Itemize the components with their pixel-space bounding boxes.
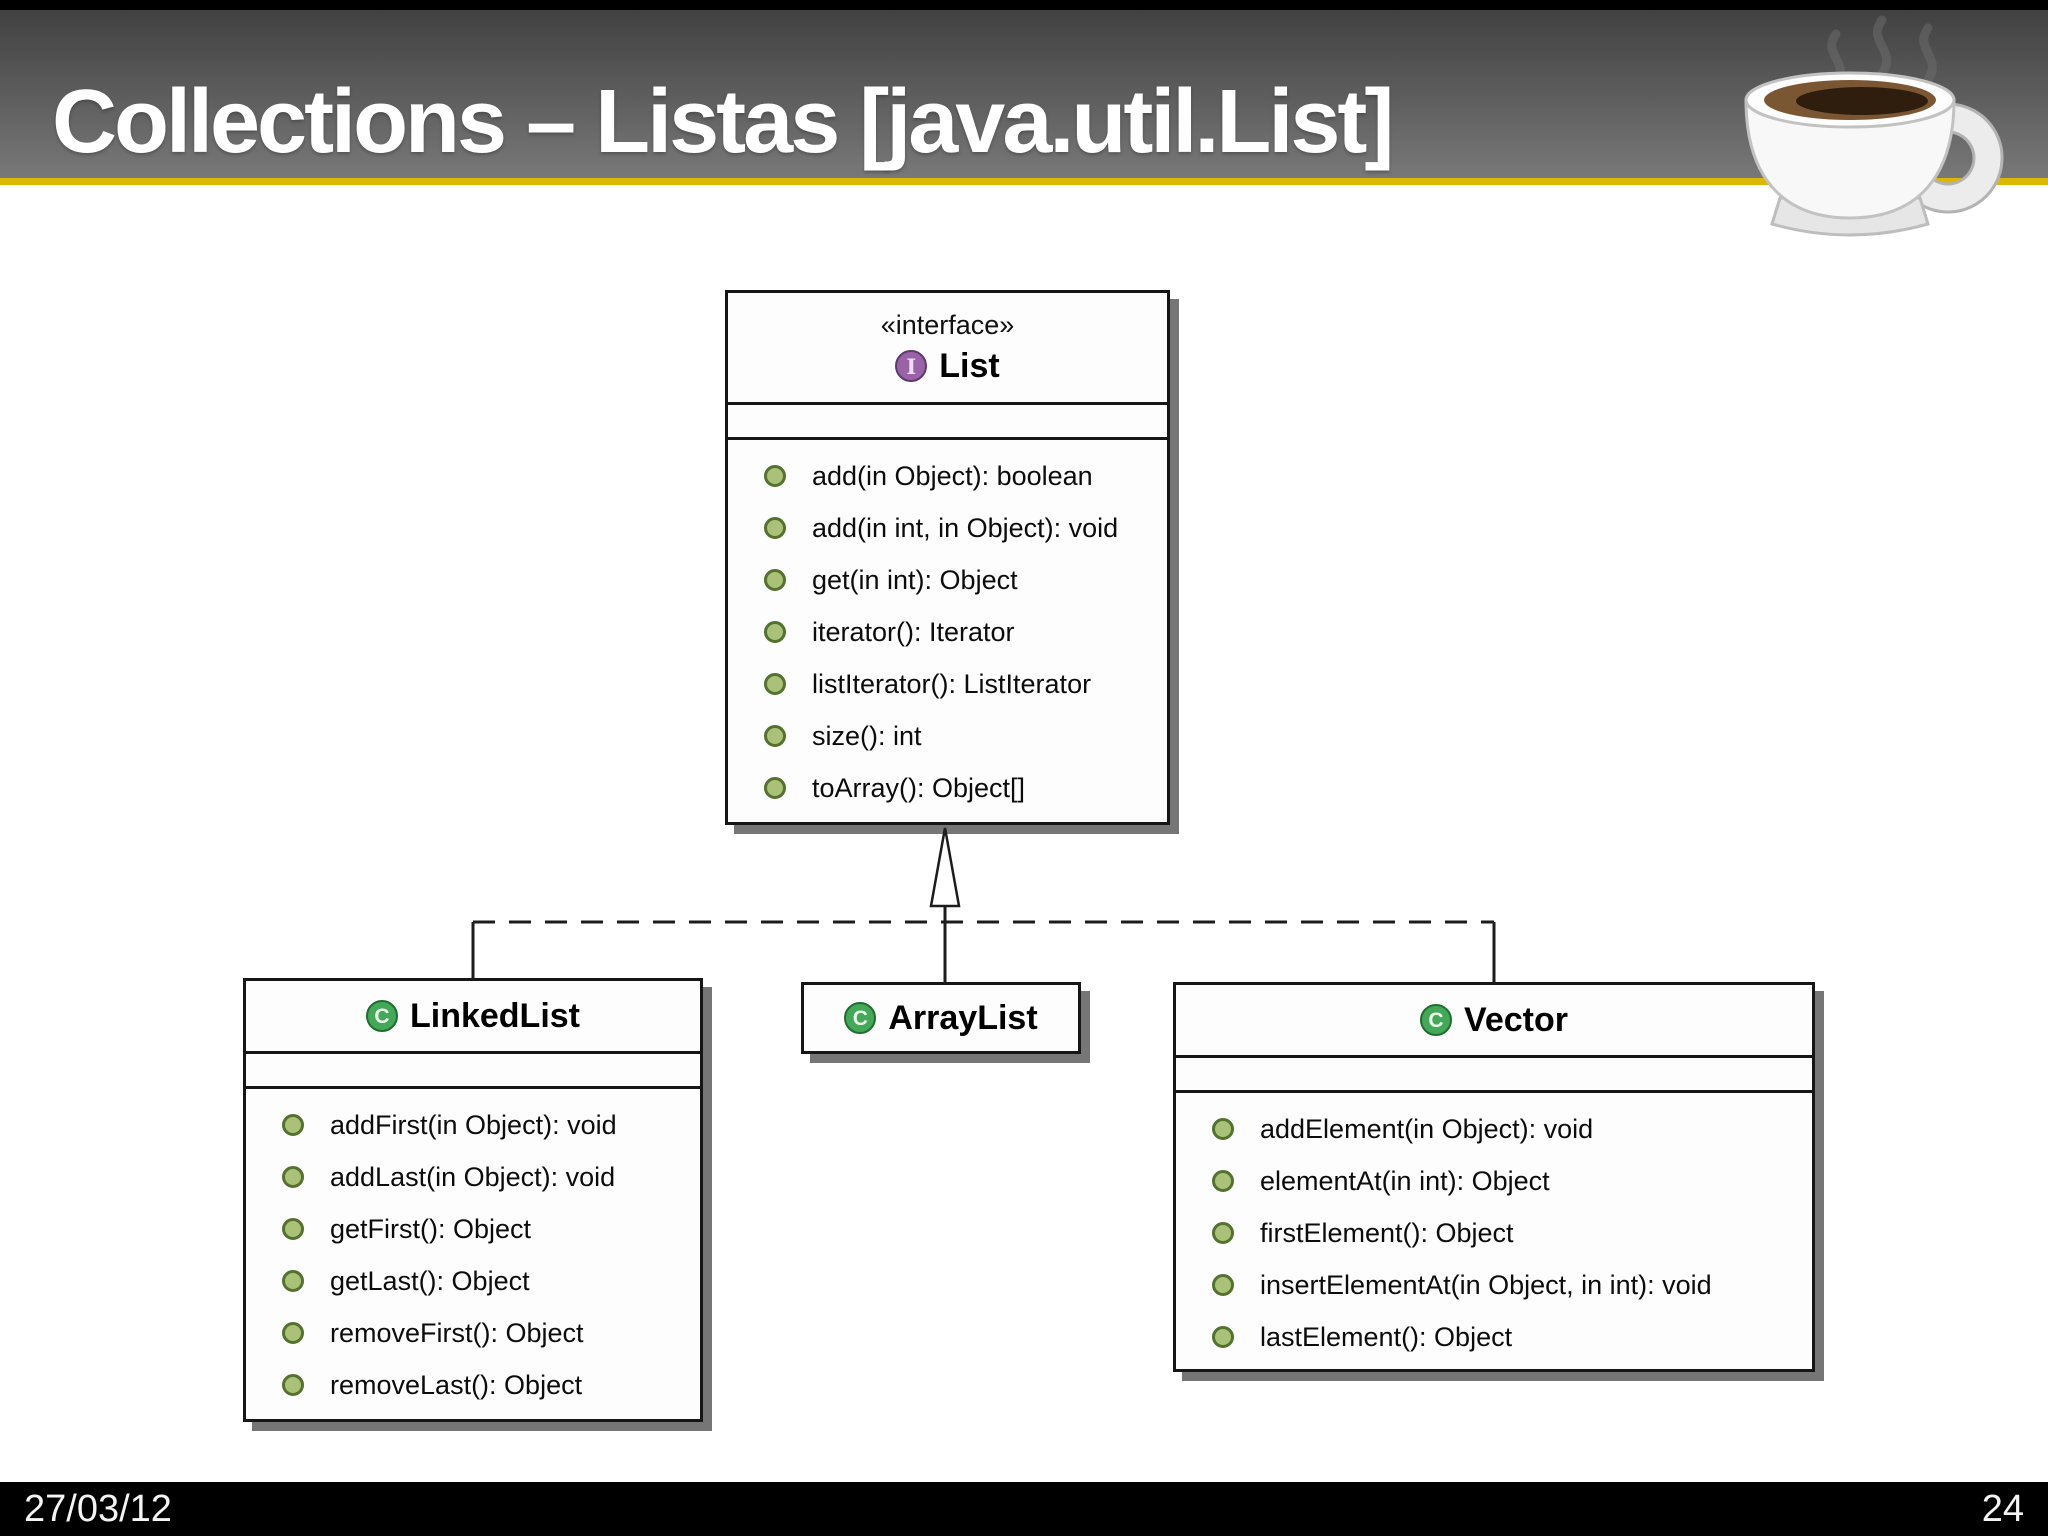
class-title-compartment: C LinkedList — [246, 981, 700, 1051]
public-method-bullet-icon — [764, 517, 786, 539]
public-method-bullet-icon — [1212, 1170, 1234, 1192]
interface-name: List — [939, 346, 1000, 385]
interface-title-compartment: «interface» I List — [728, 293, 1167, 402]
method-label: getLast(): Object — [330, 1265, 530, 1296]
public-method-bullet-icon — [764, 725, 786, 747]
method-row: removeLast(): Object — [246, 1359, 700, 1411]
method-row: lastElement(): Object — [1176, 1311, 1812, 1363]
interface-name-row: I List — [895, 346, 1000, 386]
public-method-bullet-icon — [1212, 1118, 1234, 1140]
method-row: elementAt(in int): Object — [1176, 1155, 1812, 1207]
class-name: ArrayList — [888, 998, 1038, 1037]
method-row: insertElementAt(in Object, in int): void — [1176, 1259, 1812, 1311]
method-label: add(in Object): boolean — [812, 460, 1093, 491]
methods-compartment: add(in Object): boolean add(in int, in O… — [728, 440, 1167, 814]
method-label: iterator(): Iterator — [812, 616, 1015, 647]
footer-date: 27/03/12 — [24, 1487, 172, 1530]
method-row: toArray(): Object[] — [728, 762, 1167, 814]
method-label: getFirst(): Object — [330, 1213, 532, 1244]
class-name: LinkedList — [409, 996, 581, 1035]
method-label: add(in int, in Object): void — [812, 512, 1119, 543]
attributes-compartment-empty — [1176, 1055, 1812, 1093]
hollow-triangle-arrowhead — [929, 827, 961, 908]
method-row: addLast(in Object): void — [246, 1151, 700, 1203]
methods-compartment: addElement(in Object): void elementAt(in… — [1176, 1093, 1812, 1363]
method-label: insertElementAt(in Object, in int): void — [1260, 1269, 1712, 1300]
class-icon: C — [1420, 1004, 1453, 1036]
slide-footer: 27/03/12 24 — [0, 1482, 2048, 1536]
uml-interface-box-list: «interface» I List add(in Object): boole… — [725, 290, 1170, 825]
class-name-row: C ArrayList — [844, 998, 1038, 1038]
class-name: Vector — [1464, 1000, 1568, 1039]
uml-class-box-linkedlist: C LinkedList addFirst(in Object): void a… — [243, 978, 703, 1422]
method-label: addLast(in Object): void — [330, 1161, 616, 1192]
method-label: lastElement(): Object — [1260, 1321, 1513, 1352]
method-row: removeFirst(): Object — [246, 1307, 700, 1359]
class-icon: C — [365, 1000, 398, 1032]
public-method-bullet-icon — [764, 465, 786, 487]
page-title: Collections – Listas [java.util.List] — [52, 72, 1394, 172]
method-row: iterator(): Iterator — [728, 606, 1167, 658]
method-row: getLast(): Object — [246, 1255, 700, 1307]
class-name-row: C Vector — [1420, 1001, 1568, 1040]
method-label: get(in int): Object — [812, 564, 1018, 595]
method-row: size(): int — [728, 710, 1167, 762]
slide-header: Collections – Listas [java.util.List] — [0, 10, 2048, 185]
class-name-row: C LinkedList — [365, 996, 581, 1036]
method-label: removeLast(): Object — [330, 1369, 583, 1400]
method-row: getFirst(): Object — [246, 1203, 700, 1255]
public-method-bullet-icon — [764, 569, 786, 591]
method-row: firstElement(): Object — [1176, 1207, 1812, 1259]
method-row: get(in int): Object — [728, 554, 1167, 606]
attributes-compartment-empty — [246, 1051, 700, 1089]
cup-body — [1744, 98, 1956, 220]
public-method-bullet-icon — [764, 621, 786, 643]
method-label: firstElement(): Object — [1260, 1217, 1514, 1248]
public-method-bullet-icon — [282, 1166, 304, 1188]
method-label: addElement(in Object): void — [1260, 1113, 1594, 1144]
public-method-bullet-icon — [1212, 1326, 1234, 1348]
java-coffee-cup-logo — [1744, 15, 2004, 237]
class-icon: C — [844, 1002, 877, 1034]
public-method-bullet-icon — [282, 1218, 304, 1240]
public-method-bullet-icon — [282, 1374, 304, 1396]
method-row: addElement(in Object): void — [1176, 1103, 1812, 1155]
public-method-bullet-icon — [282, 1322, 304, 1344]
public-method-bullet-icon — [1212, 1274, 1234, 1296]
public-method-bullet-icon — [282, 1270, 304, 1292]
public-method-bullet-icon — [282, 1114, 304, 1136]
method-label: size(): int — [812, 720, 922, 751]
top-black-strip — [0, 0, 2048, 10]
class-title-compartment: C Vector — [1176, 985, 1812, 1055]
public-method-bullet-icon — [764, 673, 786, 695]
methods-compartment: addFirst(in Object): void addLast(in Obj… — [246, 1089, 700, 1411]
method-row: add(in Object): boolean — [728, 450, 1167, 502]
footer-page-number: 24 — [1981, 1487, 2024, 1530]
public-method-bullet-icon — [764, 777, 786, 799]
method-label: listIterator(): ListIterator — [812, 668, 1092, 699]
method-label: toArray(): Object[] — [812, 772, 1026, 803]
method-label: elementAt(in int): Object — [1260, 1165, 1550, 1196]
method-label: addFirst(in Object): void — [330, 1109, 617, 1140]
method-row: listIterator(): ListIterator — [728, 658, 1167, 710]
interface-icon: I — [895, 350, 928, 382]
attributes-compartment-empty — [728, 402, 1167, 440]
method-row: add(in int, in Object): void — [728, 502, 1167, 554]
uml-class-box-vector: C Vector addElement(in Object): void ele… — [1173, 982, 1815, 1372]
uml-class-box-arraylist: C ArrayList — [801, 982, 1081, 1054]
public-method-bullet-icon — [1212, 1222, 1234, 1244]
interface-stereotype: «interface» — [880, 309, 1015, 340]
method-label: removeFirst(): Object — [330, 1317, 584, 1348]
method-row: addFirst(in Object): void — [246, 1099, 700, 1151]
